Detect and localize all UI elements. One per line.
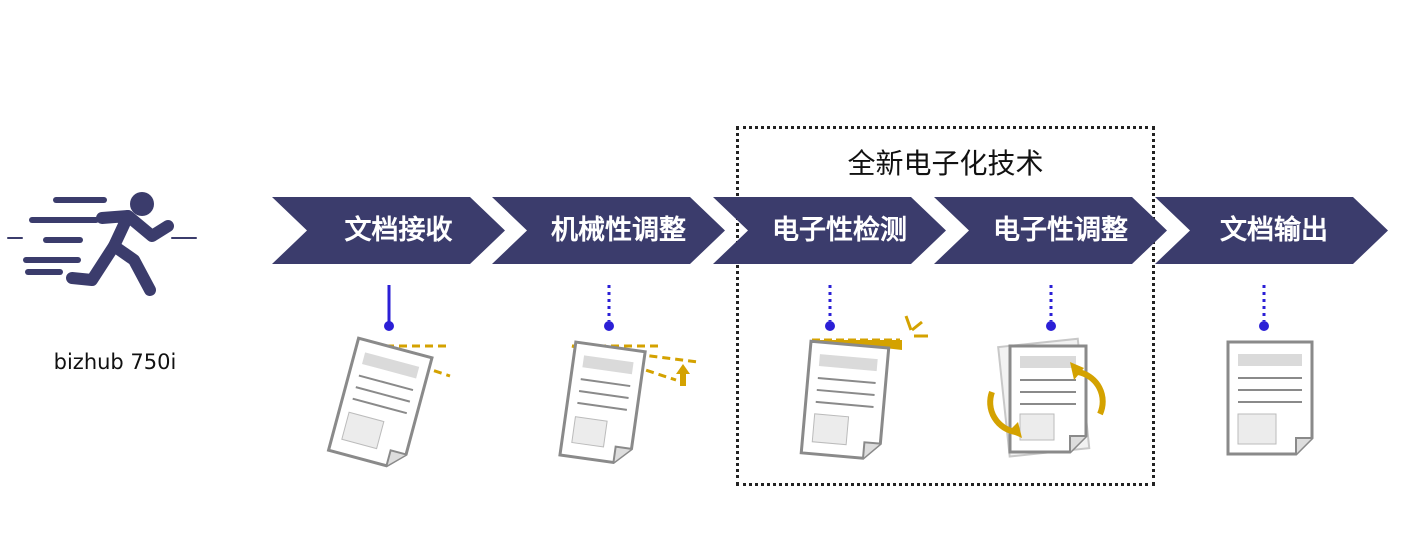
step-label-electronic-adjust: 电子性调整 [993, 215, 1128, 246]
connectors [384, 285, 1269, 331]
model-label: bizhub 750i [53, 350, 177, 374]
running-person-icon [7, 192, 197, 296]
rotation-document-icon [987, 337, 1106, 458]
step-label-output: 文档输出 [1220, 215, 1328, 246]
new-technology-group-box [736, 126, 1155, 486]
skewed-document-icon [326, 336, 451, 468]
chevron-step-1 [272, 197, 505, 264]
step-label-mechanical-adjust: 机械性调整 [551, 215, 686, 246]
output-document-icon [1226, 340, 1314, 456]
document-corrected-icon [558, 340, 699, 465]
chevron-step-5 [1155, 197, 1388, 264]
step-label-receive: 文档接收 [344, 215, 453, 246]
step-label-electronic-detect: 电子性检测 [772, 215, 907, 246]
chevron-step-2 [492, 197, 725, 264]
skew-detection-icon [799, 315, 928, 460]
group-title: 全新电子化技术 [847, 147, 1044, 180]
chevron-step-4 [934, 197, 1167, 264]
chevron-step-3 [713, 197, 946, 264]
